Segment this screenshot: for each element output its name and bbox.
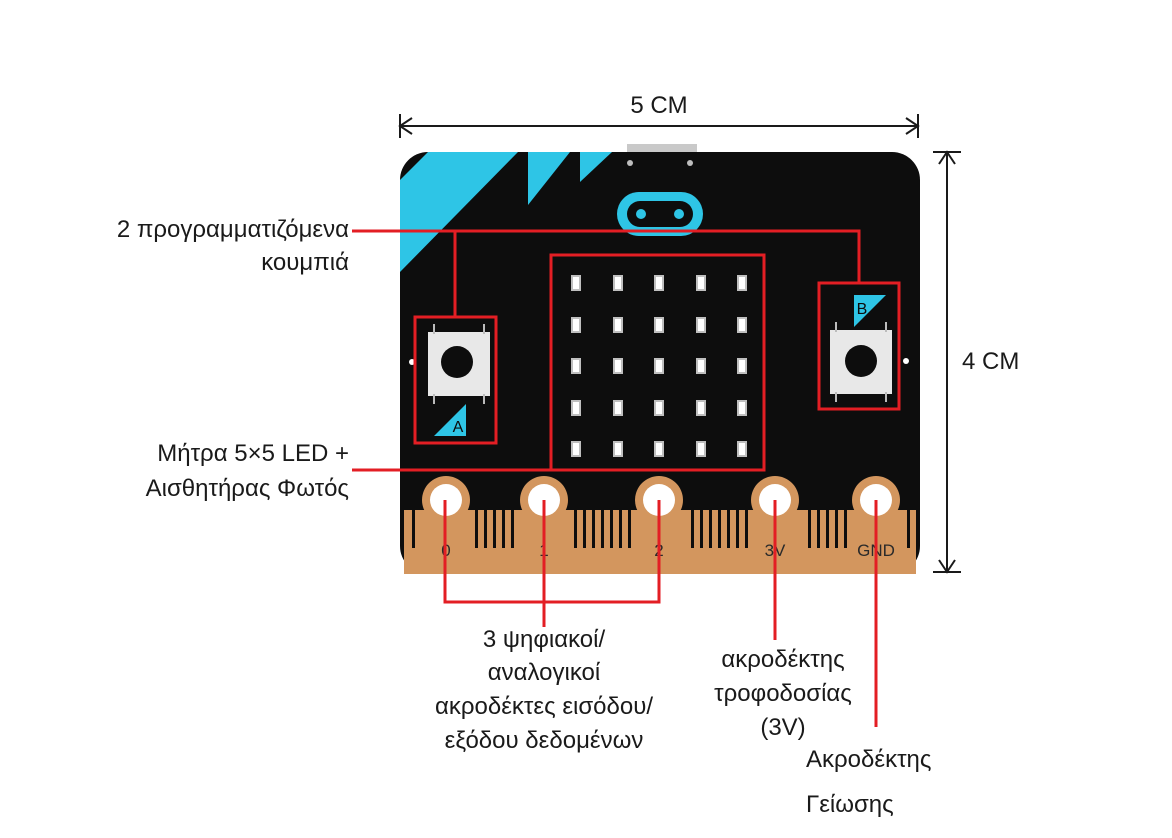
power-annotation-line1: ακροδέκτης [721, 646, 844, 673]
power-annotation-line2: τροφοδοσίας [714, 680, 852, 707]
led [737, 358, 747, 374]
button-a-letter: A [453, 419, 464, 436]
button-b[interactable] [830, 322, 892, 402]
connector-gap [808, 510, 811, 548]
led [571, 317, 581, 333]
led [737, 317, 747, 333]
buttons-annotation-line1: 2 προγραμματιζόμενα [117, 216, 349, 243]
io-annotation-line1: 3 ψηφιακοί/ [483, 626, 606, 653]
connector-gap [592, 510, 595, 548]
connector-gap [727, 510, 730, 548]
connector-gap [709, 510, 712, 548]
height-label: 4 CM [962, 348, 1019, 375]
connector-gap [736, 510, 739, 548]
connector-gap [502, 510, 505, 548]
io-annotation-line3: ακροδέκτες εισόδου/ [435, 693, 653, 720]
led [613, 400, 623, 416]
button-b-triangle [854, 295, 886, 327]
connector-gap [628, 510, 631, 548]
ground-annotation-line1: Ακροδέκτης [806, 746, 931, 773]
led [613, 358, 623, 374]
height-dimension [933, 150, 961, 574]
connector-gap [601, 510, 604, 548]
button-a-triangle [434, 404, 466, 436]
connector-gap [718, 510, 721, 548]
led [696, 317, 706, 333]
io-pins-bracket [443, 500, 661, 604]
connector-gap [826, 510, 829, 548]
led [737, 441, 747, 457]
button-b-letter: B [857, 301, 868, 318]
board-dot [687, 160, 693, 166]
led [654, 400, 664, 416]
led [696, 275, 706, 291]
power-annotation-line3: (3V) [760, 714, 805, 741]
connector-gap [475, 510, 478, 548]
board-dot [627, 160, 633, 166]
led [654, 358, 664, 374]
led [571, 358, 581, 374]
connector-gap [583, 510, 586, 548]
led-annotation-line1: Μήτρα 5×5 LED + [157, 440, 349, 467]
led [613, 317, 623, 333]
connector-gap [844, 510, 847, 548]
io-annotation-line4: εξόδου δεδομένων [445, 727, 644, 754]
connector-gap [907, 510, 910, 548]
connector-gap [511, 510, 514, 548]
width-dimension [398, 114, 920, 138]
led [696, 358, 706, 374]
cyan-corner-stripes [400, 152, 612, 272]
connector-gap [700, 510, 703, 548]
led-matrix [571, 275, 747, 457]
led [654, 275, 664, 291]
connector-gap [835, 510, 838, 548]
microbit-logo [617, 192, 703, 236]
button-a-cap[interactable] [441, 346, 473, 378]
ground-annotation-line2: Γείωσης [806, 791, 894, 818]
connector-gap [484, 510, 487, 548]
buttons-leader-line [352, 229, 861, 283]
led [654, 317, 664, 333]
button-b-cap[interactable] [845, 345, 877, 377]
led [571, 275, 581, 291]
connector-gap [817, 510, 820, 548]
connector-gap [610, 510, 613, 548]
led [737, 275, 747, 291]
connector-gap [493, 510, 496, 548]
led [571, 441, 581, 457]
led [613, 275, 623, 291]
button-a[interactable] [428, 324, 490, 404]
width-label: 5 CM [630, 92, 687, 119]
io-annotation-line2: αναλογικοί [488, 659, 601, 686]
led [654, 441, 664, 457]
led [696, 400, 706, 416]
connector-gap [574, 510, 577, 548]
led-matrix-highlight [549, 253, 766, 472]
led [571, 400, 581, 416]
connector-gap [691, 510, 694, 548]
led [613, 441, 623, 457]
led [737, 400, 747, 416]
buttons-annotation-line2: κουμπιά [261, 249, 349, 276]
connector-gap [745, 510, 748, 548]
board-dot [903, 358, 909, 364]
connector-gap [619, 510, 622, 548]
led [696, 441, 706, 457]
led-annotation-line2: Αισθητήρας Φωτός [146, 475, 349, 502]
connector-gap [412, 510, 415, 548]
